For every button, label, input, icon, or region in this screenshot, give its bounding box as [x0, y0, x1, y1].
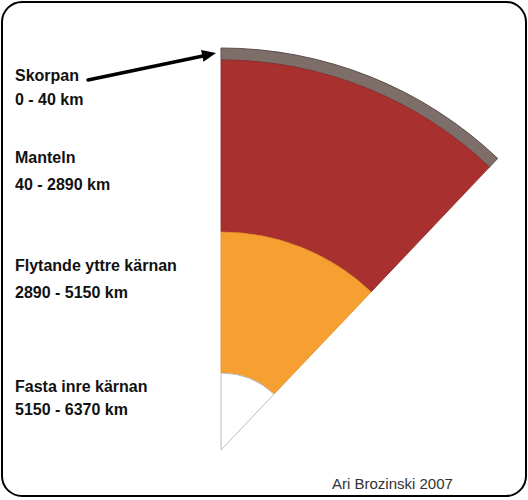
depth-range: 5150 - 6370 km [15, 400, 128, 420]
outer-core-band [221, 232, 371, 394]
arrow-head [201, 50, 216, 62]
layer-name: Skorpan [15, 66, 79, 86]
layer-name: Fasta inre kärnan [15, 377, 148, 397]
depth-range: 40 - 2890 km [15, 175, 110, 195]
inner-core-band [221, 373, 274, 450]
leader-arrow [88, 56, 203, 80]
layer-name: Manteln [15, 148, 75, 168]
depth-range: 2890 - 5150 km [15, 283, 128, 303]
watermark: Ari Brozinski 2007 [332, 474, 453, 494]
layer-name: Flytande yttre kärnan [15, 256, 177, 276]
depth-range: 0 - 40 km [15, 90, 83, 110]
